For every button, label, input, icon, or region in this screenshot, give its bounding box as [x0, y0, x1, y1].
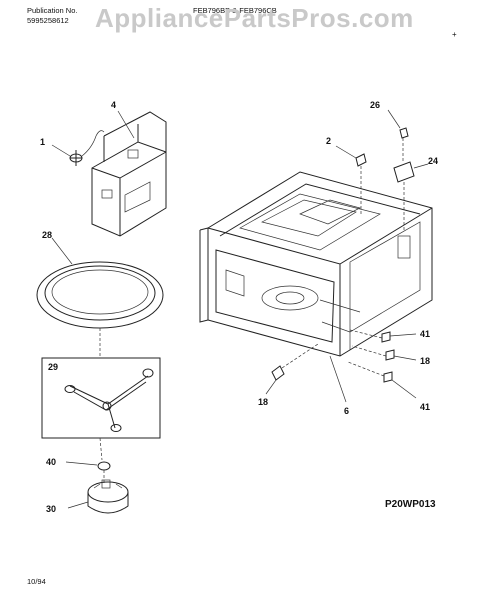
- part-40-coupler: [65, 461, 111, 484]
- publication-number: 5995258612: [27, 16, 69, 25]
- part-26-screw: [387, 109, 409, 162]
- fastener-screws: [265, 329, 417, 403]
- part-29-roller-box: [41, 357, 161, 461]
- callout-4: 4: [111, 100, 116, 110]
- part-2-screw: [335, 145, 367, 214]
- callout-40: 40: [46, 457, 56, 467]
- part-30-motor: [67, 479, 129, 514]
- watermark: AppliancePartsPros.com: [95, 3, 414, 33]
- callout-1: 1: [40, 137, 45, 147]
- part-24-switch: [393, 161, 429, 230]
- callout-24: 24: [428, 156, 438, 166]
- publication-label: Publication No. 5995258612: [27, 6, 77, 26]
- model-numbers: FEB796BB & FEB796CB: [193, 6, 277, 15]
- revision-date: 10/94: [27, 577, 46, 586]
- callout-2: 2: [326, 136, 331, 146]
- part-4-bracket: [91, 110, 167, 237]
- callout-26: 26: [370, 100, 380, 110]
- callout-6: 6: [344, 406, 349, 416]
- callout-30: 30: [46, 504, 56, 514]
- callout-41-lower: 41: [420, 402, 430, 412]
- callout-29: 29: [48, 362, 58, 372]
- callout-41-upper: 41: [420, 329, 430, 339]
- oven-cavity: [199, 171, 433, 357]
- callout-18-right: 18: [420, 356, 430, 366]
- publication-label-text: Publication No.: [27, 6, 78, 15]
- diagram-code: P20WP013: [385, 499, 436, 510]
- corner-mark: +: [452, 30, 457, 39]
- part-1-sensor: [51, 130, 105, 166]
- callout-28: 28: [42, 230, 52, 240]
- part-28-roller-ring: [36, 237, 164, 356]
- callout-18-left: 18: [258, 397, 268, 407]
